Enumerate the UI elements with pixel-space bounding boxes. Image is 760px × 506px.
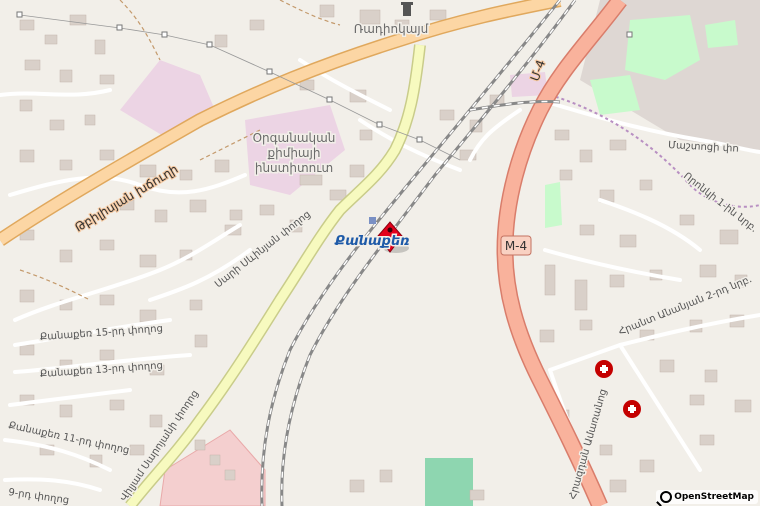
hospital-icon[interactable] [623,400,641,418]
admin-boundary [549,94,760,208]
sports-pitch [425,458,473,506]
street-label: Մաշտոցի փո [668,140,739,155]
railways [260,0,577,506]
road-shield-label: M-4 [505,239,527,253]
institute-label-line2: քիմիայի [267,146,320,160]
minor-streets [0,58,760,492]
park-area [545,182,562,228]
institution-area [510,72,548,97]
footpaths [19,0,341,301]
osm-attribution[interactable]: OpenStreetMap [656,490,758,504]
institute-area [245,105,345,195]
industrial-area [159,429,266,506]
station-marker-pin[interactable] [377,221,409,253]
magnifier-icon [660,491,673,503]
station-square-icon [369,217,376,224]
primary-road-tbilisi-highway[interactable] [0,0,562,245]
park-area [625,15,700,80]
district-label: Ռադիոկայմ [354,22,429,36]
institute-label-line3: ինստիտուտ [255,161,333,175]
hospital-icon[interactable] [595,360,613,378]
power-line [16,11,633,161]
park-area [590,75,640,115]
osm-attribution-text: OpenStreetMap [674,492,754,502]
institute-label-line1: Օրգանական [253,131,336,145]
radio-tower-icon [401,2,413,16]
road-shield-m4[interactable]: M-4 [500,235,532,256]
park-area [705,20,738,48]
station-label: Քանաքեռ [334,234,410,249]
secondary-road-marksist[interactable] [126,44,425,506]
